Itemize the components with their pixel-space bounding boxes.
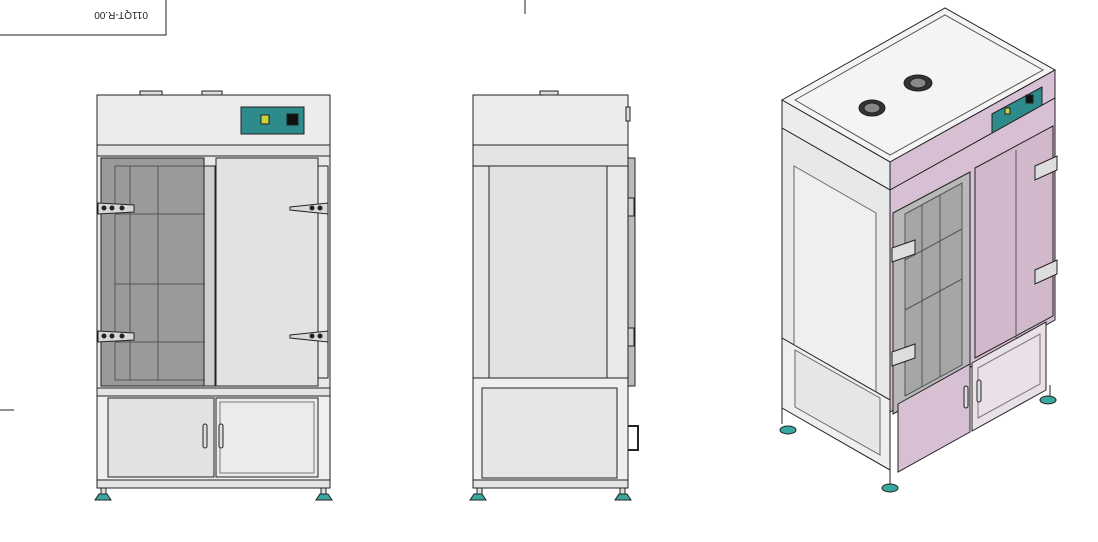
handle-icon (976, 379, 982, 403)
glass-door (100, 157, 205, 387)
side-view (469, 90, 639, 501)
fan-icon (903, 74, 933, 92)
title-block: 011QT-R.00 (0, 0, 167, 36)
lower-door-right (971, 321, 1047, 432)
solid-door (974, 125, 1054, 359)
handle-icon (218, 423, 224, 449)
hinge-icon (289, 202, 329, 215)
power-switch-icon (260, 114, 270, 125)
fan-icon (858, 99, 886, 117)
handle-icon (963, 385, 969, 409)
hinge-icon (1034, 155, 1058, 181)
hinge-icon (97, 330, 135, 343)
front-view (94, 90, 333, 501)
hinge-icon (627, 327, 635, 347)
handle-icon (628, 425, 639, 451)
display-icon (286, 113, 299, 126)
leveling-foot-icon (779, 425, 797, 435)
lower-door-left (107, 397, 215, 478)
reference-code: 011QT-R.00 (94, 9, 148, 20)
top-housing (472, 94, 629, 146)
hinge-icon (289, 330, 329, 343)
door-edge (627, 157, 636, 387)
hinge-icon (1034, 259, 1058, 285)
hinge-icon (627, 197, 635, 217)
lower-door-right (215, 397, 319, 478)
lower-door-left (897, 363, 971, 473)
solid-door (215, 157, 319, 387)
top-vent (539, 90, 559, 96)
power-switch-icon (1004, 107, 1011, 115)
leveling-foot-icon (469, 493, 487, 501)
leveling-foot-icon (1039, 395, 1057, 405)
top-vent (139, 90, 163, 96)
hinge-icon (97, 202, 135, 215)
display-icon (1025, 94, 1034, 104)
leveling-foot-icon (94, 493, 112, 501)
hinge-icon (891, 239, 916, 263)
leveling-foot-icon (614, 493, 632, 501)
leveling-foot-icon (881, 483, 899, 493)
hinge-icon (891, 343, 916, 367)
top-vent (201, 90, 223, 96)
leveling-foot-icon (315, 493, 333, 501)
isometric-view (779, 7, 1058, 493)
handle-icon (202, 423, 208, 449)
